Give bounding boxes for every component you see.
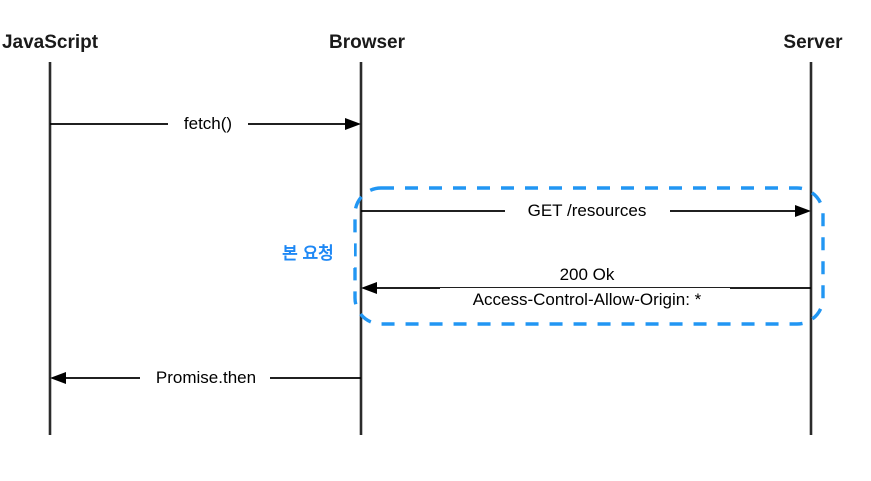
message-promise-then-arrowhead [50,372,66,384]
message-response-200-label-line1: 200 Ok [560,265,615,284]
message-fetch-label-bg [168,110,248,136]
message-get-resources-label-bg [505,197,670,223]
message-promise-then-label: Promise.then [156,368,256,387]
message-get-resources: GET /resources [361,197,811,223]
message-response-200-label-line2: Access-Control-Allow-Origin: * [473,290,702,309]
participant-labels-group: JavaScript Browser Server [2,32,843,53]
main-request-group-box: 본 요청 [262,186,825,326]
message-fetch-label: fetch() [184,114,232,133]
message-fetch: fetch() [50,110,361,136]
message-response-200: 200 Ok Access-Control-Allow-Origin: * [361,262,811,312]
message-get-resources-label: GET /resources [528,201,647,220]
message-promise-then-label-bg [140,364,270,390]
message-response-200-label-bg-line2 [440,288,730,312]
participant-label-browser: Browser [329,32,406,53]
participant-label-javascript: JavaScript [2,32,99,53]
message-fetch-arrowhead [345,118,361,130]
message-get-resources-arrowhead [795,205,811,217]
message-response-200-label-bg-line1 [440,262,730,286]
group-note-label: 본 요청 [282,243,334,263]
message-promise-then: Promise.then [50,364,361,390]
participant-label-server: Server [783,32,843,53]
message-response-200-arrowhead [361,282,377,294]
group-note-background [262,238,354,268]
